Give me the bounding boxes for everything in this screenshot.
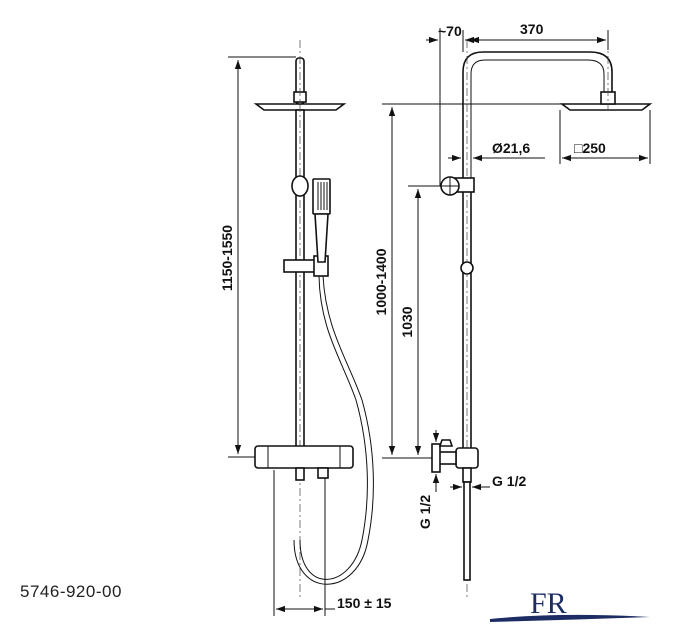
side-view: 1000-1400 1030 ~70 370 Ø21,6 □250 G 1/2 [373,21,653,600]
front-view: 1150-1550 150 ± 15 [219,40,392,616]
dim-head-size: □250 [574,140,606,156]
dim-pipe-diameter: Ø21,6 [492,140,530,156]
dim-height-head: 1000-1400 [373,248,389,315]
front-thermostat-body [254,445,354,481]
front-hose [299,275,368,580]
dim-thread-side: G 1/2 [417,495,433,529]
product-code: 5746-920-00 [20,582,122,601]
brand-logo: FR [490,587,650,622]
svg-text:FR: FR [530,587,567,620]
dim-thread-bottom: G 1/2 [492,473,526,489]
front-hand-shower [312,178,331,263]
side-outlet [463,481,471,581]
front-diverter-knob [291,175,309,197]
dim-arm-reach: 370 [520,21,544,37]
side-shower-arm [462,51,613,180]
side-thermostat [431,439,479,483]
dim-valve-height: 1030 [399,306,415,337]
side-slide-knob [460,261,474,275]
dim-height-total: 1150-1550 [219,225,235,291]
dim-arm-offset: ~70 [438,23,462,39]
side-shower-head [559,103,653,111]
dim-connection-spacing: 150 ± 15 [337,595,392,611]
side-diverter [440,176,475,196]
